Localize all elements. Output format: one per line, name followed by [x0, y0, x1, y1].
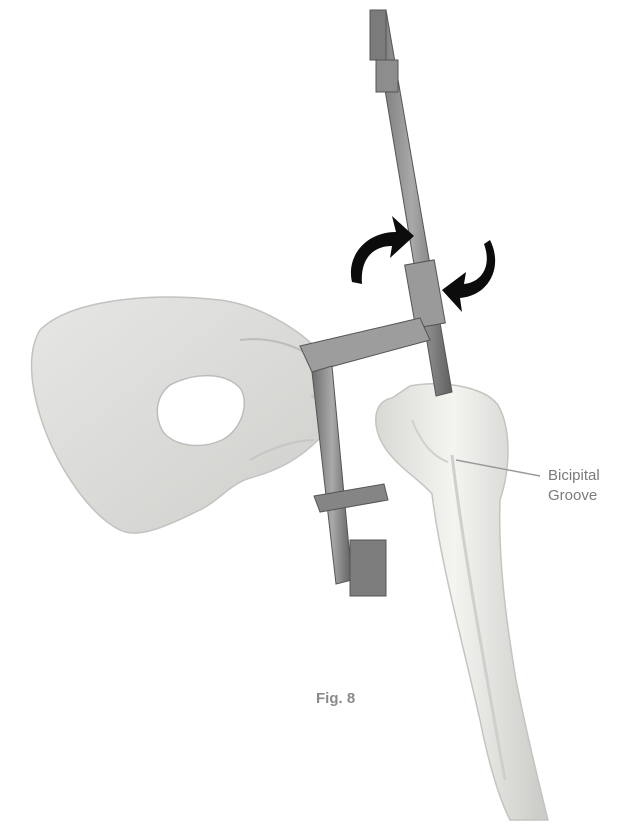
humerus-bone — [376, 384, 548, 820]
alignment-instrument — [300, 10, 452, 596]
callout-line-2: Groove — [548, 486, 600, 506]
hand — [32, 297, 330, 533]
curved-arrow-left-icon — [351, 216, 414, 284]
bicipital-groove-label: Bicipital Groove — [548, 466, 600, 506]
curved-arrow-right-icon — [442, 240, 495, 312]
callout-line-1: Bicipital — [548, 466, 600, 486]
figure-caption: Fig. 8 — [316, 690, 355, 707]
